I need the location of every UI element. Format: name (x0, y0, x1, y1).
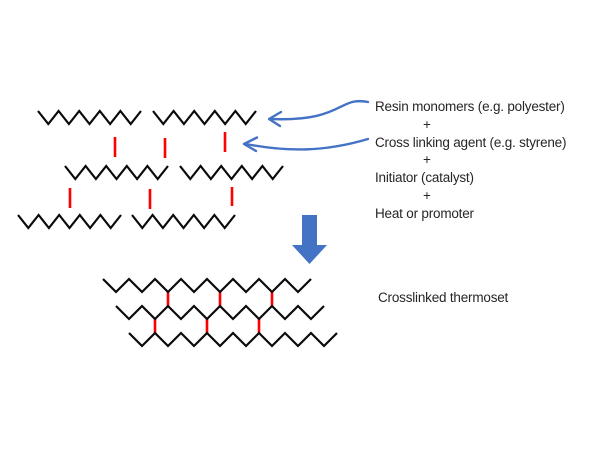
monomer-chain-3 (64, 164, 169, 181)
pointer-arrows-group (242, 99, 370, 153)
network-chain-1 (102, 277, 312, 294)
label-crosslinked-thermoset: Crosslinked thermoset (378, 290, 509, 305)
monomer-chain-5 (17, 213, 122, 230)
monomer-chain-6 (131, 213, 236, 230)
plus-sign-1: + (423, 116, 431, 132)
pointer-arrow-resin (268, 99, 370, 121)
label-resin-monomers: Resin monomers (e.g. polyester) (375, 99, 565, 114)
pointer-arrow-crosslinker (244, 137, 370, 151)
label-heat-or-promoter: Heat or promoter (375, 205, 474, 221)
monomer-chains-group (17, 109, 284, 230)
pointer-arrow-resin-head-icon (267, 110, 283, 128)
network-chain-2 (115, 304, 325, 321)
pointer-arrow-crosslinker-head-icon (242, 136, 259, 153)
plus-sign-3: + (423, 187, 431, 203)
ingredients-list: Resin monomers (e.g. polyester) + Cross … (375, 98, 566, 223)
network-chains-group (102, 277, 338, 348)
crosslink-bonds-group (153, 291, 274, 334)
label-initiator: Initiator (catalyst) (375, 170, 474, 186)
down-arrow-icon (292, 215, 327, 264)
network-chain-3 (128, 331, 338, 348)
label-crosslinking-agent: Cross linking agent (e.g. styrene) (375, 134, 567, 150)
crosslinker-marks-group (68, 132, 234, 209)
monomer-chain-4 (179, 164, 284, 181)
monomer-chain-2 (152, 109, 257, 126)
monomer-chain-1 (37, 109, 142, 126)
plus-sign-2: + (423, 152, 431, 168)
